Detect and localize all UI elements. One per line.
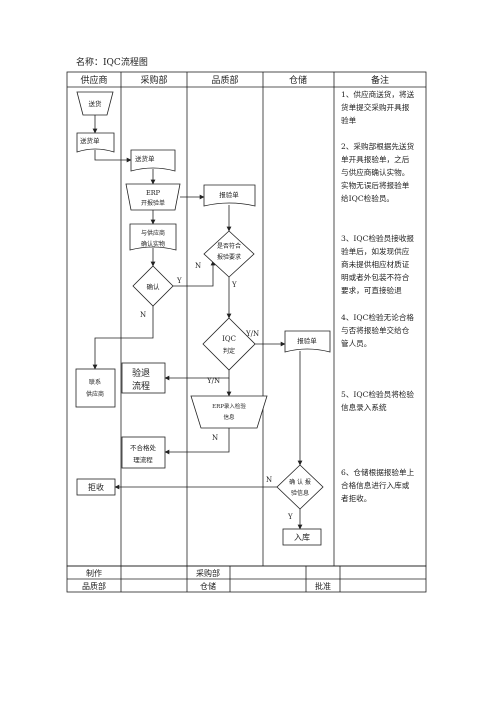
svg-text:ERP录入检验: ERP录入检验 — [212, 402, 246, 410]
notes-column: 1、供应商送货，将送 货单提交采购开具报 验单 2、采购部根据先送货 单开具报验… — [341, 89, 415, 503]
note-2-line-2: 单开具报验单，之后 — [341, 154, 410, 164]
svg-text:报验要求: 报验要求 — [217, 253, 241, 261]
svg-text:验信息: 验信息 — [291, 489, 309, 497]
note-1-line-3: 验单 — [341, 115, 357, 125]
note-4-line-1: 4、IQC检验无论合格 — [341, 312, 414, 322]
svg-text:信息: 信息 — [223, 413, 235, 421]
note-6-line-1: 6、仓储根据报验单上 — [341, 467, 415, 477]
svg-text:送货: 送货 — [89, 99, 103, 108]
node-confirm-goods: 与供应商 确认实物 — [129, 223, 177, 251]
note-1-line-1: 1、供应商送货，将送 — [341, 89, 415, 99]
svg-text:与供应商: 与供应商 — [141, 229, 165, 237]
note-1-line-2: 货单提交采购开具报 — [341, 102, 410, 112]
node-delivery-note-b: 送货单 — [130, 149, 176, 172]
column-header-warehouse: 仓储 — [289, 74, 307, 86]
note-5-line-2: 信息录入系统 — [341, 402, 387, 412]
note-6-line-3: 者拒收。 — [341, 493, 371, 503]
node-erp-create-inspection: ERP 开报验单 — [125, 183, 181, 211]
label-info-no: N — [266, 476, 272, 484]
page-title: 名称：IQC流程图 — [76, 56, 148, 68]
node-iqc-judgement: IQC 判定 — [202, 317, 256, 371]
node-return-process: 验退 流程 — [121, 362, 166, 394]
column-header-notes: 备注 — [371, 74, 389, 86]
footer-quality: 品质部 — [82, 581, 106, 591]
note-3-line-4: 明或者外包装不符合 — [341, 272, 410, 282]
node-warehouse-in: 入库 — [282, 528, 322, 546]
note-2-line-5: 给IQC检验员。 — [341, 193, 394, 203]
svg-text:联系: 联系 — [89, 378, 101, 386]
label-iqc-to-erp: Y/N — [206, 377, 220, 385]
note-3-line-2: 验单后，如发现供应 — [341, 246, 410, 256]
node-inspection-doc: 报验单 — [203, 184, 256, 207]
svg-text:ERP: ERP — [146, 189, 161, 197]
svg-text:报验单: 报验单 — [219, 190, 239, 199]
footer-approve: 批准 — [315, 581, 331, 591]
label-standard-yes: Y — [231, 281, 237, 289]
label-confirm-yes: Y — [176, 277, 182, 285]
svg-text:报验单: 报验单 — [297, 336, 317, 345]
note-3-line-3: 商未提供相应材质证 — [341, 259, 410, 269]
node-nonconforming-process: 不合格处 理流程 — [121, 436, 166, 469]
svg-text:确认: 确认 — [147, 282, 161, 291]
node-standard-decision: 是否符合 报验要求 — [203, 230, 255, 278]
note-3-line-5: 要求，可直接验退 — [341, 285, 402, 295]
svg-text:入库: 入库 — [294, 532, 310, 542]
svg-text:判定: 判定 — [223, 347, 235, 355]
svg-text:送货单: 送货单 — [80, 136, 100, 145]
svg-text:送货单: 送货单 — [135, 154, 155, 163]
svg-text:理流程: 理流程 — [133, 455, 153, 464]
note-5-line-1: 5、IQC检验员将检验 — [341, 389, 414, 399]
svg-text:供应商: 供应商 — [86, 390, 104, 398]
svg-text:IQC: IQC — [222, 335, 236, 343]
svg-text:确 认 报: 确 认 报 — [289, 478, 311, 486]
svg-text:验退: 验退 — [132, 367, 150, 379]
signoff-table — [66, 565, 427, 593]
node-erp-entry: ERP录入检验 信息 — [190, 395, 268, 429]
note-6-line-2: 合格信息进行入库或 — [341, 480, 410, 490]
label-info-yes: Y — [287, 513, 293, 521]
note-2-line-4: 实物无误后将报验单 — [341, 180, 410, 190]
note-2-line-1: 2、采购部根据先送货 — [341, 141, 415, 151]
column-header-quality: 品质部 — [211, 74, 238, 86]
node-inspection-doc-warehouse: 报验单 — [284, 330, 331, 353]
note-4-line-2: 与否将报验单交给仓 — [341, 325, 410, 335]
note-4-line-3: 管人员。 — [341, 338, 371, 348]
footer-made-by: 制作 — [86, 568, 102, 578]
label-erp-no: N — [212, 434, 218, 442]
svg-text:不合格处: 不合格处 — [130, 443, 157, 452]
footer-warehouse: 仓储 — [200, 581, 216, 591]
svg-text:是否符合: 是否符合 — [217, 242, 241, 250]
svg-text:开报验单: 开报验单 — [141, 199, 165, 207]
node-delivery-note-a: 送货单 — [76, 132, 115, 153]
note-3-line-1: 3、IQC检验员接收报 — [341, 233, 414, 243]
svg-text:流程: 流程 — [132, 380, 150, 392]
node-supplier-delivery: 送货 — [76, 91, 114, 116]
label-iqc-to-warehouse: Y/N — [245, 330, 259, 338]
node-confirm-decision: 确认 — [132, 265, 174, 307]
node-contact-supplier: 联系 供应商 — [75, 368, 116, 408]
column-header-purchasing: 采购部 — [140, 74, 167, 86]
svg-text:拒收: 拒收 — [88, 482, 104, 492]
node-reject: 拒收 — [76, 478, 116, 496]
footer-purchasing: 采购部 — [196, 568, 220, 578]
note-2-line-3: 与供应商确认实物。 — [341, 167, 409, 177]
label-standard-no: N — [195, 262, 201, 270]
column-header-supplier: 供应商 — [80, 74, 107, 86]
label-confirm-no: N — [140, 311, 146, 319]
svg-text:确认实物: 确认实物 — [141, 240, 165, 248]
node-confirm-info-decision: 确 认 报 验信息 — [276, 464, 324, 510]
